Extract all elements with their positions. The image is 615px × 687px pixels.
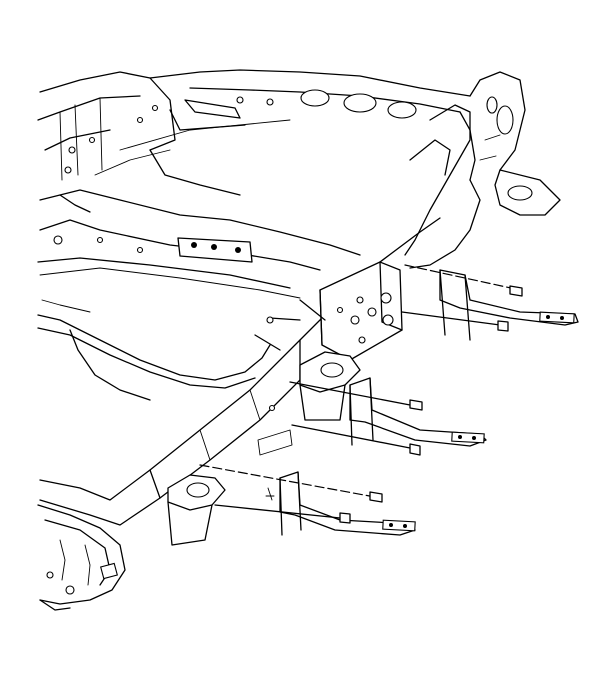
upper-frame-structure: [37, 69, 471, 196]
center-mount-boss: [299, 351, 361, 421]
rear-crossmember: [39, 217, 441, 526]
left-mount-boss: [167, 474, 226, 546]
hitch-bracket-upper: [439, 269, 579, 341]
lower-left-body: [37, 504, 126, 611]
middle-bolt-line: [268, 381, 423, 456]
lower-bolt-line: [199, 464, 383, 524]
hitch-bracket-lower: [265, 471, 416, 536]
frame-braces: [254, 299, 326, 456]
hitch-mount-block: [319, 261, 403, 361]
nut-icon: [409, 443, 421, 456]
bolt-icon: [509, 285, 523, 297]
hitch-bracket-middle: [349, 377, 487, 447]
right-frame-rail: [404, 71, 561, 269]
bolt-icon: [369, 491, 383, 503]
nut-icon: [497, 320, 509, 332]
bolt-icon: [409, 399, 423, 411]
underbody-panel: [37, 299, 271, 401]
nut-icon: [339, 512, 351, 524]
upper-bolt-line: [401, 264, 523, 332]
left-frame-rail: [37, 189, 361, 299]
